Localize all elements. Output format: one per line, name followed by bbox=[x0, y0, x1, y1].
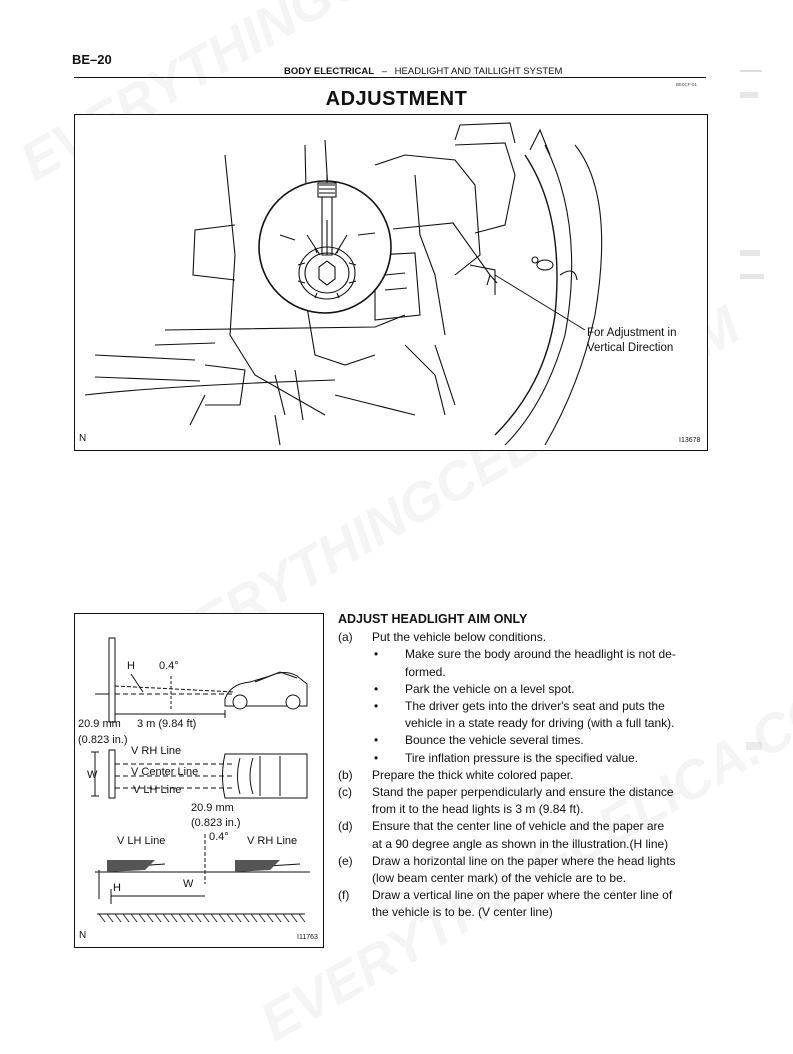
figure-headlight-aim-diagram: H 0.4° 20.9 mm 3 m (9.84 ft) (0.823 in.)… bbox=[74, 613, 324, 948]
page-title: ADJUSTMENT bbox=[325, 88, 468, 110]
figure-corner-label: N bbox=[79, 433, 87, 444]
scan-speck bbox=[740, 70, 762, 72]
step-label: (e) bbox=[338, 853, 353, 868]
line: Draw a vertical line on the paper where … bbox=[372, 888, 673, 903]
page-number: BE–20 bbox=[72, 52, 112, 67]
subsection-title: HEADLIGHT AND TAILLIGHT SYSTEM bbox=[394, 66, 563, 77]
h-bottom-label: H bbox=[113, 882, 121, 894]
step-c: (c) Stand the paper perpendicularly and … bbox=[338, 784, 710, 818]
header-dash: – bbox=[381, 66, 388, 77]
figure-id: I11763 bbox=[297, 934, 318, 941]
condition-item: • Bounce the vehicle several times. bbox=[338, 732, 710, 749]
condition-item: • The driver gets into the driver's seat… bbox=[338, 698, 710, 732]
bullet: • bbox=[374, 733, 379, 748]
step-e: (e) Draw a horizontal line on the paper … bbox=[338, 853, 710, 887]
line: Tire inflation pressure is the specified… bbox=[405, 750, 639, 765]
callout-vertical-adjustment: For Adjustment in Vertical Direction bbox=[587, 326, 676, 356]
step-label: (b) bbox=[338, 767, 353, 782]
step-b: (b) Prepare the thick white colored pape… bbox=[338, 767, 710, 784]
document-code: BE0CF-01 bbox=[676, 82, 698, 87]
line: at a 90 degree angle as shown in the ill… bbox=[372, 836, 669, 851]
w-label: W bbox=[87, 769, 98, 781]
step-label: (c) bbox=[338, 785, 352, 800]
step-label: (d) bbox=[338, 819, 353, 834]
step-f: (f) Draw a vertical line on the paper wh… bbox=[338, 887, 710, 921]
distance-label: 3 m (9.84 ft) bbox=[137, 718, 197, 730]
line: formed. bbox=[405, 664, 446, 679]
line: Stand the paper perpendicularly and ensu… bbox=[372, 785, 674, 800]
bullet: • bbox=[374, 699, 379, 714]
angle-label-bottom: 0.4° bbox=[209, 831, 229, 843]
figure-corner-label: N bbox=[79, 930, 87, 941]
v-lh-line-bottom-label: V LH Line bbox=[117, 835, 166, 847]
aim-diagram-illustration bbox=[91, 637, 310, 923]
line: Park the vehicle on a level spot. bbox=[405, 681, 575, 696]
line: Draw a horizontal line on the paper wher… bbox=[372, 853, 676, 868]
v-center-line-label: V Center Line bbox=[131, 766, 199, 778]
line: (low beam center mark) of the vehicle ar… bbox=[372, 871, 627, 886]
bullet: • bbox=[374, 681, 379, 696]
line: the vehicle is to be. (V center line) bbox=[372, 905, 553, 920]
line: vehicle in a state ready for driving (wi… bbox=[405, 716, 675, 731]
line: Make sure the body around the headlight … bbox=[405, 647, 676, 662]
figure-id: I13678 bbox=[679, 437, 701, 444]
scan-speck bbox=[746, 742, 762, 750]
step-label: (a) bbox=[338, 630, 353, 645]
figure-headlight-adjustment-screw: For Adjustment in Vertical Direction N I… bbox=[74, 114, 708, 451]
header-rule bbox=[74, 77, 706, 78]
step-text: Put the vehicle below conditions. bbox=[372, 630, 547, 645]
scan-speck bbox=[740, 250, 760, 256]
line: from it to the head lights is 3 m (9.84 … bbox=[372, 802, 584, 817]
step-d: (d) Ensure that the center line of vehic… bbox=[338, 818, 710, 852]
condition-item: • Tire inflation pressure is the specifi… bbox=[338, 750, 710, 767]
offset-mm-right: 20.9 mm bbox=[191, 802, 234, 814]
condition-item: • Make sure the body around the headligh… bbox=[338, 646, 710, 680]
offset-mm-left: 20.9 mm bbox=[78, 718, 121, 730]
angle-label-top: 0.4° bbox=[159, 660, 179, 672]
engine-bay-illustration bbox=[84, 122, 603, 446]
line: The driver gets into the driver's seat a… bbox=[405, 699, 665, 714]
line: Ensure that the center line of vehicle a… bbox=[372, 819, 665, 834]
v-rh-line-label: V RH Line bbox=[131, 745, 182, 757]
scan-speck bbox=[740, 92, 758, 98]
w-bottom-label: W bbox=[183, 878, 194, 890]
condition-item: • Park the vehicle on a level spot. bbox=[338, 681, 710, 698]
procedure-steps: ADJUST HEADLIGHT AIM ONLY (a) Put the ve… bbox=[338, 611, 710, 922]
step-text: Prepare the thick white colored paper. bbox=[372, 767, 574, 782]
section-title: BODY ELECTRICAL bbox=[284, 66, 375, 77]
bullet: • bbox=[374, 750, 379, 765]
offset-in-left: (0.823 in.) bbox=[78, 734, 128, 746]
running-header: BODY ELECTRICAL – HEADLIGHT AND TAILLIGH… bbox=[284, 66, 562, 77]
scan-speck bbox=[740, 274, 764, 279]
line: Bounce the vehicle several times. bbox=[405, 733, 584, 748]
callout-line-2: Vertical Direction bbox=[587, 342, 674, 354]
callout-line-1: For Adjustment in bbox=[587, 327, 677, 339]
offset-in-right: (0.823 in.) bbox=[191, 817, 241, 829]
v-rh-line-bottom-label: V RH Line bbox=[247, 835, 298, 847]
h-label: H bbox=[127, 660, 135, 672]
step-a: (a) Put the vehicle below conditions. bbox=[338, 629, 710, 646]
bullet: • bbox=[374, 647, 379, 662]
procedure-heading: ADJUST HEADLIGHT AIM ONLY bbox=[338, 612, 528, 626]
step-label: (f) bbox=[338, 888, 350, 903]
v-lh-line-label: V LH Line bbox=[133, 784, 182, 796]
